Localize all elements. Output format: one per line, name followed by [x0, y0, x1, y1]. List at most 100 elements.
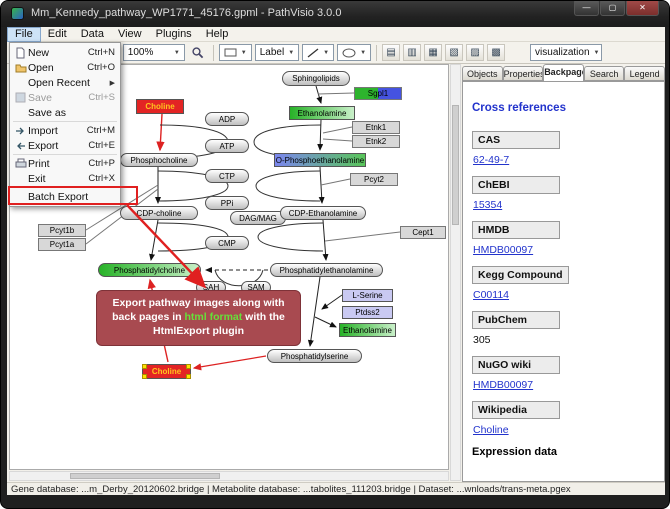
- menu-file[interactable]: File: [7, 26, 41, 42]
- annotation-callout: Export pathway images along with back pa…: [96, 290, 301, 346]
- crossref-link-cas[interactable]: 62-49-7: [473, 154, 510, 166]
- menu-item-import[interactable]: Import Ctrl+M: [10, 123, 120, 138]
- tab-backpage[interactable]: Backpage: [543, 64, 584, 82]
- menu-data[interactable]: Data: [80, 27, 104, 40]
- align-vertical-button[interactable]: ▥: [403, 44, 422, 61]
- vertical-scrollbar-thumb[interactable]: [452, 105, 459, 225]
- node-dag-mag[interactable]: DAG/MAG: [230, 211, 286, 225]
- group-button[interactable]: ▩: [487, 44, 506, 61]
- node-sphingolipids[interactable]: Sphingolipids: [282, 71, 350, 86]
- selection-handle[interactable]: [186, 374, 191, 379]
- menu-item-open[interactable]: Open Ctrl+O: [10, 60, 120, 75]
- crossref-heading: Cross references: [472, 102, 566, 114]
- node-cmp[interactable]: CMP: [205, 236, 249, 250]
- node-label: Sphingolipids: [292, 74, 340, 83]
- selection-handle[interactable]: [186, 364, 191, 369]
- node-pcyt1a[interactable]: Pcyt1a: [38, 238, 86, 251]
- tab-properties[interactable]: Properties: [502, 66, 544, 81]
- tab-objects[interactable]: Objects: [462, 66, 503, 81]
- distribute-button[interactable]: ▧: [445, 44, 464, 61]
- backpage-panel: Cross references CAS 62-49-7 ChEBI 15354…: [462, 81, 665, 482]
- node-label: CDP-choline: [136, 208, 182, 218]
- datanode-tool-button[interactable]: ▼: [218, 44, 252, 61]
- align-horizontal-button[interactable]: ▤: [382, 44, 401, 61]
- minimize-button[interactable]: —: [574, 1, 599, 16]
- line-tool-button[interactable]: ▼: [302, 44, 335, 61]
- expression-data-heading: Expression data: [472, 446, 557, 458]
- tab-legend[interactable]: Legend: [624, 66, 665, 81]
- node-ctp[interactable]: CTP: [205, 169, 249, 183]
- backpage-section-cas: CAS 62-49-7: [472, 130, 655, 166]
- node-ppi[interactable]: PPi: [205, 196, 249, 210]
- zoom-fit-button[interactable]: [188, 44, 208, 62]
- node-phosphatidylcholine[interactable]: Phosphatidylcholine: [98, 263, 201, 277]
- menu-item-print[interactable]: Print Ctrl+P: [10, 156, 120, 171]
- node-pcyt1b[interactable]: Pcyt1b: [38, 224, 86, 237]
- stack-button[interactable]: ▨: [466, 44, 485, 61]
- crossref-link-hmdb[interactable]: HMDB00097: [473, 244, 534, 256]
- node-phosphocholine[interactable]: Phosphocholine: [120, 153, 198, 167]
- node-cdp-ethanolamine[interactable]: CDP-Ethanolamine: [280, 206, 366, 220]
- crossref-link-wikipedia[interactable]: Choline: [473, 424, 509, 436]
- menu-item-open-recent[interactable]: Open Recent ▶: [10, 75, 120, 90]
- zoom-combobox[interactable]: 100% ▼: [122, 44, 185, 61]
- selection-handle[interactable]: [142, 364, 147, 369]
- menu-plugins[interactable]: Plugins: [155, 27, 192, 40]
- horizontal-scrollbar-thumb[interactable]: [70, 473, 220, 479]
- maximize-button[interactable]: ▢: [600, 1, 625, 16]
- menu-item-shortcut: Ctrl+O: [87, 62, 115, 73]
- crossref-link-chebi[interactable]: 15354: [473, 199, 503, 211]
- node-choline-top[interactable]: Choline: [136, 99, 184, 114]
- align-top-button[interactable]: ▦: [424, 44, 443, 61]
- sidebar: Objects Properties Backpage Search Legen…: [462, 64, 665, 482]
- menu-item-label: New: [28, 46, 50, 59]
- menu-item-save-as[interactable]: Save as: [10, 105, 120, 120]
- menu-item-label: Save: [28, 91, 52, 104]
- visualization-combobox[interactable]: visualization ▼: [530, 44, 603, 61]
- node-cept1[interactable]: Cept1: [400, 226, 446, 239]
- menu-item-export[interactable]: Export Ctrl+E: [10, 138, 120, 153]
- dropdown-caret-icon: ▼: [323, 49, 330, 56]
- node-choline-selected[interactable]: Choline: [142, 364, 191, 379]
- label-tool-button[interactable]: Label ▼: [254, 44, 300, 61]
- window-content: File Edit Data View Plugins Help Zoom: 1…: [7, 26, 665, 495]
- node-pcyt2[interactable]: Pcyt2: [350, 173, 398, 186]
- node-phosphatidylserine[interactable]: Phosphatidylserine: [267, 349, 362, 363]
- node-sgpl1[interactable]: Sgpl1: [354, 87, 402, 100]
- crossref-link-kegg[interactable]: C00114: [473, 289, 510, 301]
- node-label: Phosphatidylethanolamine: [279, 265, 374, 275]
- vertical-scrollbar[interactable]: [450, 64, 461, 481]
- menu-item-exit[interactable]: Exit Ctrl+X: [10, 171, 120, 186]
- menu-edit[interactable]: Edit: [47, 27, 67, 40]
- menu-help[interactable]: Help: [205, 27, 229, 40]
- crossref-source-chebi: ChEBI: [472, 176, 560, 194]
- node-label: Phosphatidylcholine: [113, 265, 186, 275]
- menu-item-new[interactable]: New Ctrl+N: [10, 45, 120, 60]
- crossref-link-nugo[interactable]: HMDB00097: [473, 379, 534, 391]
- crossref-source-wikipedia: Wikipedia: [472, 401, 560, 419]
- node-l-serine[interactable]: L-Serine: [342, 289, 393, 302]
- node-cdp-choline[interactable]: CDP-choline: [120, 206, 198, 220]
- node-ethanolamine-bottom[interactable]: Ethanolamine: [339, 323, 396, 337]
- node-etnk2[interactable]: Etnk2: [352, 135, 400, 148]
- close-button[interactable]: ✕: [626, 1, 659, 16]
- horizontal-scrollbar[interactable]: [9, 471, 449, 481]
- node-etnk1[interactable]: Etnk1: [352, 121, 400, 134]
- node-adp[interactable]: ADP: [205, 112, 249, 126]
- shape-tool-button[interactable]: ▼: [337, 44, 372, 61]
- selection-handle[interactable]: [142, 374, 147, 379]
- menu-item-shortcut: Ctrl+M: [86, 125, 115, 136]
- node-o-phosphoethanolamine[interactable]: O-Phosphoethanolamine: [274, 153, 366, 167]
- node-label: CTP: [219, 171, 235, 181]
- node-ethanolamine-top[interactable]: Ethanolamine: [289, 106, 355, 120]
- backpage-section-hmdb: HMDB HMDB00097: [472, 220, 655, 256]
- menu-item-batch-export[interactable]: Batch Export: [10, 189, 120, 204]
- dropdown-caret-icon: ▼: [240, 49, 247, 56]
- tab-search[interactable]: Search: [583, 66, 625, 81]
- menu-view[interactable]: View: [117, 27, 142, 40]
- node-atp[interactable]: ATP: [205, 139, 249, 153]
- node-phosphatidylethanolamine[interactable]: Phosphatidylethanolamine: [270, 263, 383, 277]
- node-label: Etnk1: [365, 123, 387, 132]
- node-ptdss2[interactable]: Ptdss2: [342, 306, 393, 319]
- menu-item-shortcut: Ctrl+S: [88, 92, 115, 103]
